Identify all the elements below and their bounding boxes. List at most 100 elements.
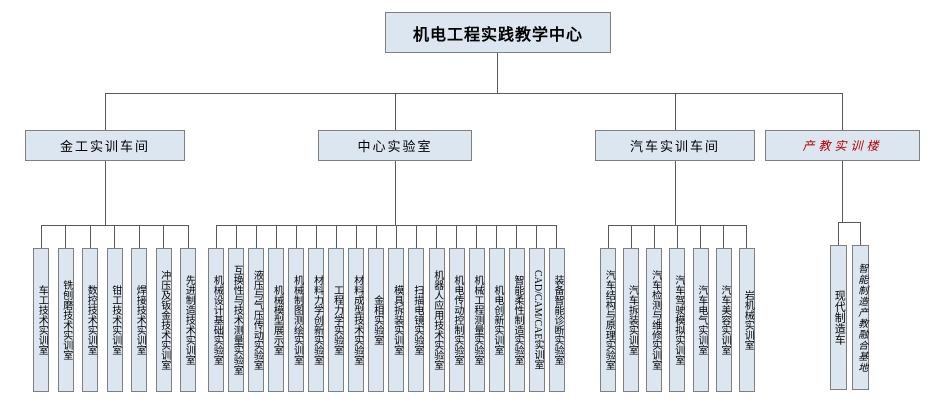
leaf-column: 汽车检测与维修实训室 (646, 225, 663, 392)
branch-industry-education-building: 产教实训楼 (765, 130, 920, 161)
leaf-column: 扫描电镜实验室 (408, 225, 425, 392)
leaf-group-metalwork: 车工技术实训室 铣刨磨技术实训室 数控技术实训室 钳工技术实训室 焊接技术实训室… (33, 225, 196, 392)
leaf-column: 车工技术实训室 (33, 225, 49, 392)
branch-central-lab: 中心实验室 (318, 130, 472, 161)
connector-leaf-stem (40, 225, 42, 248)
leaf-room: 钳工技术实训室 (106, 248, 123, 392)
connector-leaf-stem (436, 225, 438, 248)
branch-metalwork-workshop: 金工实训车间 (25, 130, 185, 161)
leaf-column: 先进制造技术实训室 (180, 225, 196, 392)
leaf-room: 材料成型技术实验室 (348, 248, 365, 392)
connector-leaf-stem (235, 225, 237, 248)
connector-drop-branch3 (675, 93, 676, 130)
connector-bus-branch2 (216, 225, 557, 226)
branch-label: 中心实验室 (357, 139, 433, 154)
leaf-room: 汽车美容实训室 (715, 248, 732, 392)
connector-leaf-stem (536, 225, 538, 248)
branch-label: 产教实训楼 (802, 139, 883, 153)
connector-stem-branch2 (395, 161, 396, 225)
connector-stem-branch3 (675, 161, 676, 225)
connector-leaf-stem (653, 225, 655, 248)
leaf-room: 汽车拆装实训室 (623, 248, 640, 392)
connector-leaf-stem (163, 225, 164, 248)
leaf-room: 岩机械实训室 (738, 248, 755, 392)
leaf-column: 机械工程测量实验室 (468, 225, 485, 392)
leaf-column: 汽车驾驶模拟实训室 (669, 225, 686, 392)
leaf-column: 现代制造车 (830, 222, 847, 390)
leaf-room: 机械制图测绘实训室 (288, 248, 305, 392)
leaf-room: 机电传动控制实验室 (448, 248, 465, 392)
leaf-column: 汽车美容实训室 (715, 225, 732, 392)
connector-drop-branch2 (395, 93, 396, 130)
leaf-column: 汽车结构与原理实验室 (600, 225, 616, 392)
connector-leaf-stem (516, 225, 518, 248)
leaf-room: 冲压及钣金技术实训室 (155, 248, 172, 392)
leaf-column: 模具拆装实训室 (388, 225, 405, 392)
leaf-column: CAD/CAM/CAE实训室 (528, 225, 545, 392)
connector-leaf-stem (676, 225, 678, 248)
leaf-room: 智能柔性制造实验室 (508, 248, 525, 392)
connector-leaf-stem (187, 225, 189, 248)
leaf-room: 智能制造产教融合基地 (852, 245, 869, 390)
connector-leaf-stem (746, 225, 748, 248)
leaf-room: 机械模型展示室 (268, 248, 285, 392)
leaf-room: 材料力学创新实验室 (308, 248, 325, 392)
leaf-column: 焊接技术实训室 (131, 225, 147, 392)
leaf-column: 机器人应用技术实验室 (428, 225, 445, 392)
connector-drop-branch1 (105, 93, 106, 130)
connector-leaf-stem (723, 225, 725, 248)
leaf-room: 焊接技术实训室 (131, 248, 147, 392)
leaf-column: 金相实验室 (368, 225, 385, 392)
connector-leaf-stem (275, 225, 277, 248)
connector-leaf-stem (860, 222, 861, 245)
leaf-column: 钳工技术实训室 (106, 225, 123, 392)
leaf-room: 互换性与技术测量实验室 (228, 248, 245, 392)
leaf-room: 机械设计基础实验室 (208, 248, 224, 392)
connector-bus-branch1 (41, 225, 189, 226)
connector-leaf-stem (138, 225, 140, 248)
leaf-room: 汽车电气实训室 (692, 248, 709, 392)
leaf-room: 装备智能诊断实验室 (548, 248, 565, 392)
leaf-room: 铣刨磨技术实训室 (57, 248, 74, 392)
leaf-column: 机械模型展示室 (268, 225, 285, 392)
connector-leaf-stem (456, 225, 458, 248)
leaf-room: 汽车结构与原理实验室 (600, 248, 616, 392)
leaf-room: 机械工程测量实验室 (468, 248, 485, 392)
leaf-column: 铣刨磨技术实训室 (57, 225, 74, 392)
connector-leaf-stem (65, 225, 66, 248)
root-node: 机电工程实践教学中心 (385, 12, 611, 53)
leaf-room: 数控技术实训室 (82, 248, 98, 392)
leaf-group-central-lab: 机械设计基础实验室 互换性与技术测量实验室 液压与气压传动实验室 机械模型展示室… (208, 225, 565, 392)
branch-auto-workshop: 汽车实训车间 (595, 130, 755, 161)
leaf-column: 装备智能诊断实验室 (548, 225, 565, 392)
leaf-room: 先进制造技术实训室 (180, 248, 196, 392)
leaf-room: 工程力学实验室 (328, 248, 345, 392)
connector-leaf-stem (255, 225, 257, 248)
connector-leaf-stem (556, 225, 558, 248)
leaf-column: 冲压及钣金技术实训室 (155, 225, 172, 392)
leaf-column: 智能柔性制造实验室 (508, 225, 525, 392)
branch-label: 金工实训车间 (59, 139, 150, 154)
connector-leaf-stem (607, 225, 609, 248)
leaf-column: 智能制造产教融合基地 (852, 222, 869, 390)
connector-leaf-stem (114, 225, 115, 248)
connector-leaf-stem (335, 225, 337, 248)
leaf-room: 车工技术实训室 (33, 248, 49, 392)
connector-stem-branch1 (105, 161, 106, 225)
leaf-column: 液压与气压传动实验室 (248, 225, 265, 392)
connector-stem-branch4 (842, 161, 843, 222)
connector-leaf-stem (415, 225, 417, 248)
connector-level1-bus (105, 93, 843, 94)
connector-root-stem (497, 53, 498, 93)
connector-drop-branch4 (842, 93, 843, 130)
connector-leaf-stem (375, 225, 377, 248)
branch-label: 汽车实训车间 (629, 139, 720, 154)
leaf-column: 机械设计基础实验室 (208, 225, 224, 392)
leaf-room: 模具拆装实训室 (388, 248, 405, 392)
leaf-room: CAD/CAM/CAE实训室 (528, 248, 545, 392)
connector-leaf-stem (295, 225, 297, 248)
connector-leaf-stem (89, 225, 91, 248)
leaf-column: 机械制图测绘实训室 (288, 225, 305, 392)
connector-leaf-stem (215, 225, 217, 248)
